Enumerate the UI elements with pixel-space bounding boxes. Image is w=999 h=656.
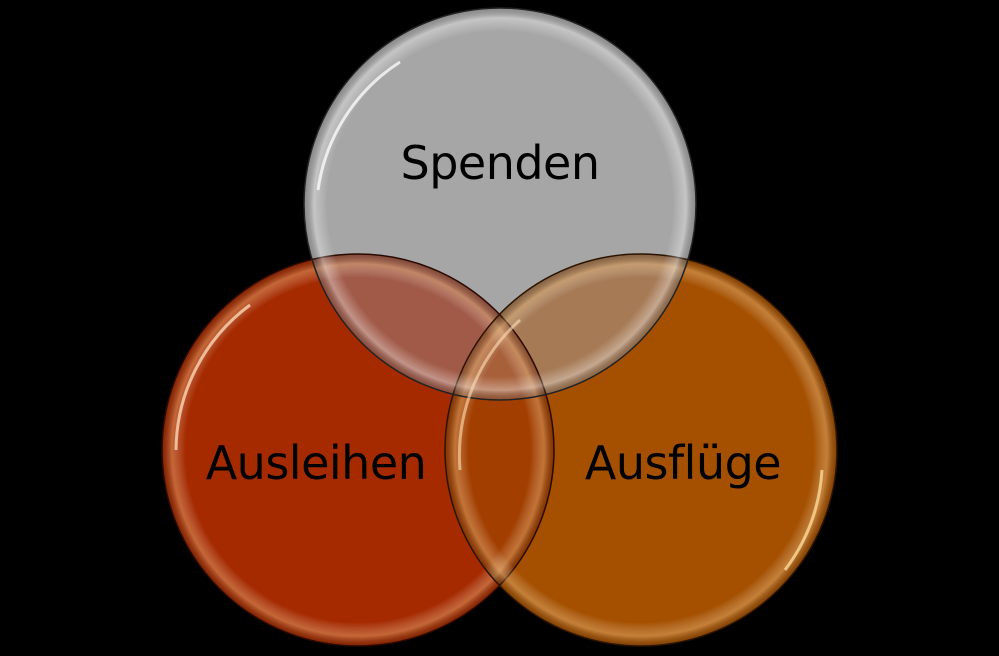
label-ausleihen: Ausleihen [205,436,427,490]
highlight-ausleihen [174,303,251,451]
highlight-ausfluege [783,469,824,571]
label-ausfluege: Ausflüge [584,436,782,490]
highlight-spenden [316,60,401,191]
highlight-inner [457,318,522,471]
label-spenden: Spenden [400,136,600,190]
rim-spenden [303,7,697,401]
